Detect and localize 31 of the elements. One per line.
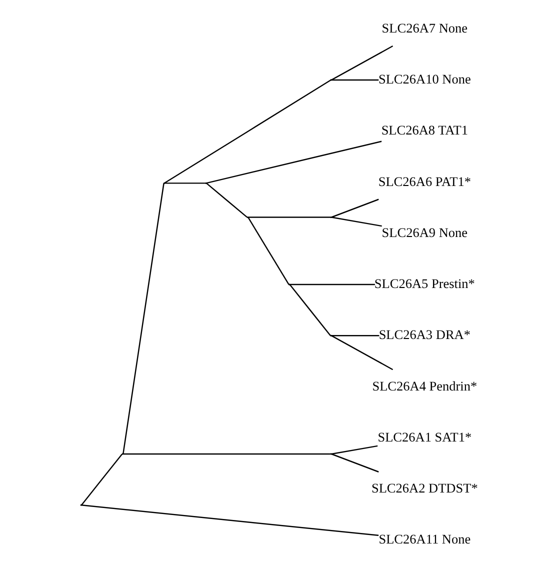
node-text: SLC26A1 SAT1* — [378, 429, 472, 444]
connector — [248, 216, 330, 218]
connector — [331, 79, 379, 81]
node-text: SLC26A11 None — [378, 532, 471, 547]
node-point — [330, 334, 332, 336]
node-point — [122, 453, 124, 455]
connector — [331, 335, 394, 370]
node-text: SLC26A8 TAT1 — [381, 122, 468, 138]
node-text: SLC26A6 PAT1* — [378, 174, 471, 189]
node-point — [205, 182, 207, 184]
connector — [123, 453, 330, 455]
node-point — [80, 504, 82, 506]
node-text: SLC26A9 None — [382, 224, 468, 240]
node-text: SLC26A10 None — [378, 72, 471, 87]
node-text: SLC26A3 DRA* — [378, 327, 471, 342]
node-point — [246, 216, 248, 218]
node-text: SLC26A5 Prestin* — [374, 276, 475, 292]
connector — [82, 504, 379, 536]
node-point — [330, 79, 332, 81]
connector — [331, 335, 380, 336]
node-point — [288, 284, 290, 286]
node-text: SLC26A2 DTDST* — [371, 480, 478, 496]
node-point — [164, 182, 166, 184]
connector — [331, 198, 379, 218]
connector — [290, 284, 375, 286]
connector — [331, 216, 382, 227]
connector — [331, 45, 394, 80]
node-text: SLC26A4 Pendrin* — [372, 378, 478, 394]
node-point — [330, 216, 332, 218]
node-point — [330, 453, 332, 455]
node-text: SLC26A7 None — [382, 20, 468, 36]
